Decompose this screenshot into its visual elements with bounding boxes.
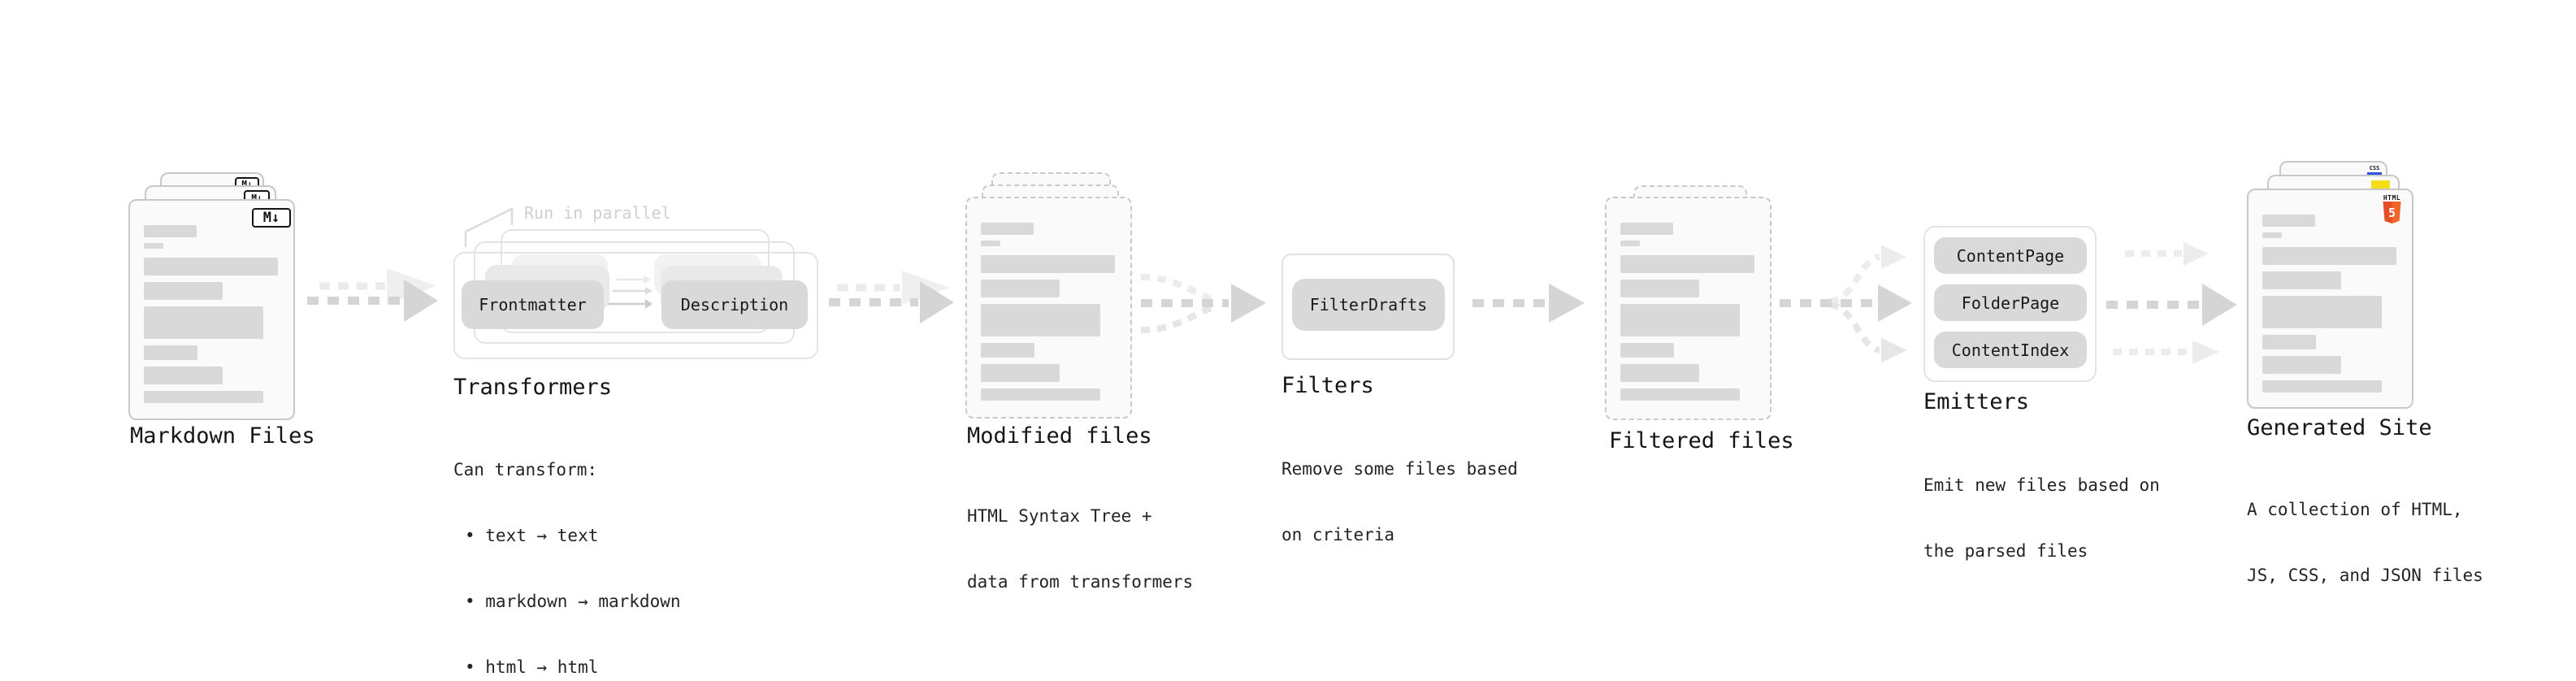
modified-files-title: Modified files — [967, 423, 1152, 449]
filtered-files-title: Filtered files — [1609, 428, 1794, 453]
skeleton-text-bar — [144, 306, 263, 339]
generated-page-html: HTML 5 — [2247, 189, 2413, 409]
transformers-title: Transformers — [453, 375, 613, 400]
transform-bullet: • html → html — [465, 657, 599, 677]
skeleton-text-bar — [2262, 247, 2396, 265]
skeleton-text-bar — [2262, 335, 2316, 349]
filterdrafts-box: FilterDrafts — [1292, 279, 1445, 331]
skeleton-text-bar — [144, 345, 197, 360]
html5-shield: 5 — [2383, 202, 2401, 223]
html5-icon: HTML 5 — [2383, 194, 2401, 224]
description-line: the parsed files — [1923, 541, 2088, 561]
skeleton-text-bar — [144, 225, 197, 237]
html5-icon-number: 5 — [2388, 206, 2396, 220]
skeleton-text-bar — [144, 367, 223, 384]
skeleton-text-bar — [981, 304, 1100, 336]
skeleton-text-bar — [981, 255, 1115, 273]
skeleton-text-bar — [981, 388, 1100, 401]
markdown-icon: M↓ — [252, 208, 291, 228]
skeleton-text-bar — [1620, 241, 1640, 246]
skeleton-text-bar — [2262, 232, 2282, 238]
css-icon-label: CSS — [2369, 165, 2380, 171]
skeleton-text-bar — [981, 241, 1000, 246]
skeleton-text-bar — [1620, 223, 1673, 235]
description-line: JS, CSS, and JSON files — [2247, 566, 2483, 585]
skeleton-text-bar — [144, 258, 278, 275]
skeleton-text-bar — [1620, 388, 1740, 401]
description-line: HTML Syntax Tree + — [967, 506, 1152, 526]
skeleton-text-bar — [981, 223, 1034, 235]
arrow-modified-to-filters-merge — [1140, 274, 1266, 333]
generated-site-title: Generated Site — [2247, 415, 2432, 440]
filters-description: Remove some files based on criteria — [1281, 414, 1518, 590]
emitters-description: Emit new files based on the parsed files — [1923, 431, 2160, 606]
filtered-file-page-front — [1605, 197, 1772, 420]
run-in-parallel-leader-line — [464, 206, 514, 247]
description-line: Remove some files based — [1281, 459, 1518, 479]
transform-bullet: • text → text — [465, 526, 599, 545]
skeleton-text-bar — [2262, 296, 2382, 328]
run-in-parallel-note: Run in parallel — [524, 203, 671, 223]
emitters-title: Emitters — [1923, 389, 2030, 414]
arrow-filtered-to-emitters-split — [1780, 245, 1912, 362]
emitters-container — [1923, 226, 2097, 382]
description-box: Description — [661, 280, 808, 329]
arrow-transformers-to-modified — [829, 271, 954, 323]
transform-bullet: • markdown → markdown — [465, 592, 681, 611]
skeleton-text-bar — [1620, 343, 1674, 358]
description-line: A collection of HTML, — [2247, 500, 2463, 519]
skeleton-text-bar — [2262, 380, 2382, 393]
css-icon: CSS — [2367, 166, 2382, 176]
html5-icon-wordmark: HTML — [2383, 194, 2401, 202]
arrow-emitters-to-generated — [2106, 242, 2237, 364]
folderpage-box: FolderPage — [1934, 284, 2087, 321]
arrow-frontmatter-to-description — [608, 275, 653, 309]
markdown-file-page-front: M↓ — [128, 199, 295, 420]
contentpage-box: ContentPage — [1934, 237, 2087, 274]
generated-site-description: A collection of HTML, JS, CSS, and JSON … — [2247, 455, 2483, 631]
skeleton-text-bar — [1620, 280, 1699, 297]
skeleton-text-bar — [981, 364, 1060, 382]
description-line: data from transformers — [967, 572, 1194, 592]
skeleton-text-bar — [1620, 364, 1699, 382]
filters-title: Filters — [1281, 373, 1374, 398]
modified-file-page-front — [965, 197, 1132, 419]
css-icon-underline — [2367, 172, 2382, 176]
transformer-container-front — [453, 252, 818, 359]
skeleton-text-bar — [2262, 215, 2315, 227]
modified-files-description: HTML Syntax Tree + data from transformer… — [967, 462, 1193, 637]
transformers-description: Can transform: • text → text • markdown … — [453, 415, 681, 681]
markdown-files-title: Markdown Files — [130, 423, 315, 449]
arrow-filters-to-filtered — [1472, 284, 1585, 323]
skeleton-text-bar — [2262, 271, 2341, 289]
skeleton-text-bar — [1620, 255, 1754, 273]
skeleton-text-bar — [144, 243, 163, 249]
frontmatter-box: Frontmatter — [462, 280, 604, 329]
skeleton-text-bar — [981, 343, 1034, 358]
skeleton-text-bar — [144, 391, 263, 403]
arrow-markdown-to-transformers — [307, 268, 438, 322]
can-transform-line: Can transform: — [453, 460, 598, 479]
description-line: Emit new files based on — [1923, 475, 2160, 495]
contentindex-box: ContentIndex — [1934, 332, 2087, 368]
description-line: on criteria — [1281, 525, 1395, 544]
skeleton-text-bar — [981, 280, 1060, 297]
javascript-icon — [2371, 180, 2390, 189]
filters-container — [1281, 254, 1455, 360]
skeleton-text-bar — [144, 282, 223, 300]
skeleton-text-bar — [2262, 356, 2341, 374]
skeleton-text-bar — [1620, 304, 1740, 336]
